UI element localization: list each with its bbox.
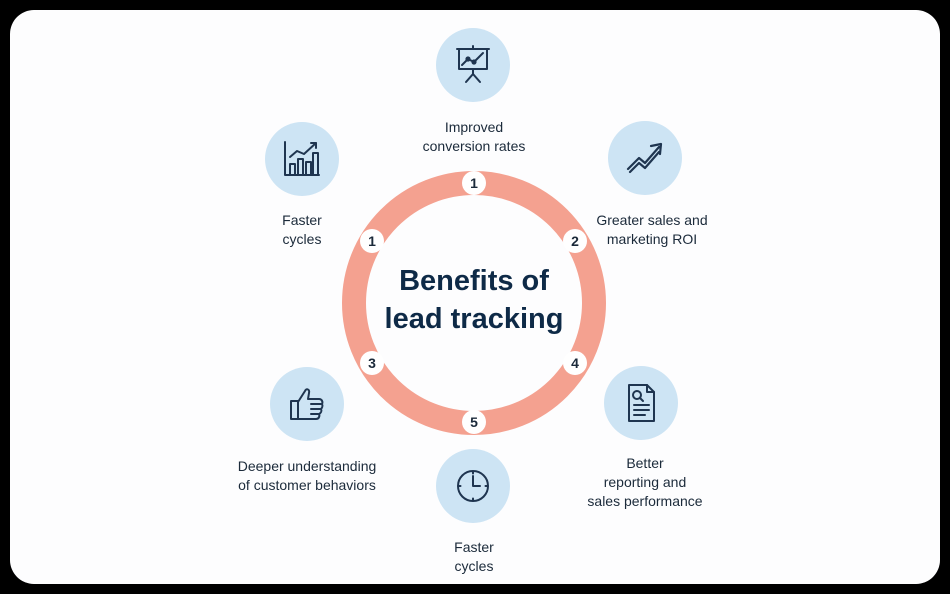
clock-icon [457,470,489,502]
svg-text:5: 5 [470,414,478,430]
svg-text:1: 1 [470,175,478,191]
benefit-label-bottom: Faster cycles [454,539,494,574]
svg-text:3: 3 [368,355,376,371]
bar-chart-icon [284,141,320,176]
trend-arrow-icon [626,142,663,174]
benefit-icon-circle-upper-left [265,122,339,196]
benefit-icon-circle-lower-left [270,367,344,441]
svg-text:2: 2 [571,233,579,249]
benefit-label-top: Improved conversion rates [422,119,526,154]
diagram-canvas: 1 1 2 3 4 5 Benefits of lead tracking [10,10,940,584]
presentation-chart-icon [456,45,490,83]
title-line-1: Benefits of [399,265,549,297]
benefit-icon-circle-upper-right [608,121,682,195]
title-line-2: lead tracking [384,303,564,335]
ring-badge-upper-right: 2 [563,229,587,253]
benefit-label-lower-left: Deeper understanding of customer behavio… [237,458,377,493]
benefit-label-upper-left: Faster cycles [282,212,322,247]
ring-badge-lower-right: 4 [563,351,587,375]
benefit-label-lower-right: Better reporting and sales performance [587,455,703,509]
benefit-icon-circle-bottom [436,449,510,523]
benefit-icon-circle-lower-right [604,366,678,440]
svg-text:1: 1 [368,233,376,249]
benefit-label-upper-right: Greater sales and marketing ROI [596,212,708,247]
ring-badge-bottom: 5 [462,410,486,434]
svg-text:4: 4 [571,355,579,371]
benefit-cycle-ring: 1 1 2 3 4 5 [342,171,606,435]
report-document-icon [628,384,655,422]
diagram-title: Benefits of lead tracking [354,262,594,338]
thumbs-up-icon [290,388,324,420]
ring-badge-lower-left: 3 [360,351,384,375]
ring-badge-top: 1 [462,171,486,195]
ring-badge-upper-left: 1 [360,229,384,253]
benefit-icon-circle-top [436,28,510,102]
